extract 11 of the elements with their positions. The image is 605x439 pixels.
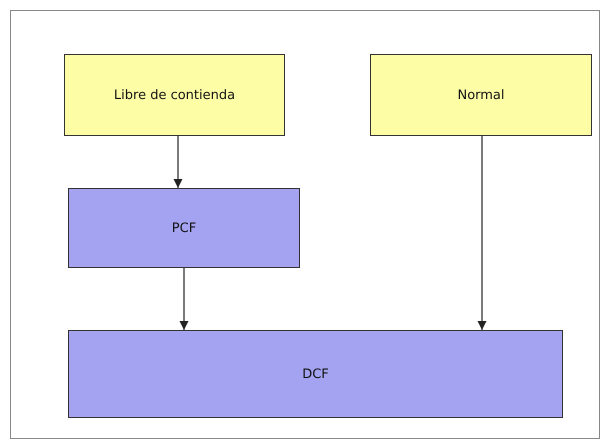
box-label: PCF: [172, 220, 196, 236]
box-label: Libre de contienda: [114, 88, 236, 102]
box-label: Normal: [457, 88, 505, 102]
arrow: [478, 136, 486, 330]
process-box: [370, 54, 592, 136]
arrow: [180, 268, 188, 330]
arrow: [174, 136, 182, 188]
box-label: DCF: [302, 366, 329, 382]
process-box: [68, 330, 563, 418]
process-box: [64, 54, 285, 136]
process-box: [68, 188, 300, 268]
